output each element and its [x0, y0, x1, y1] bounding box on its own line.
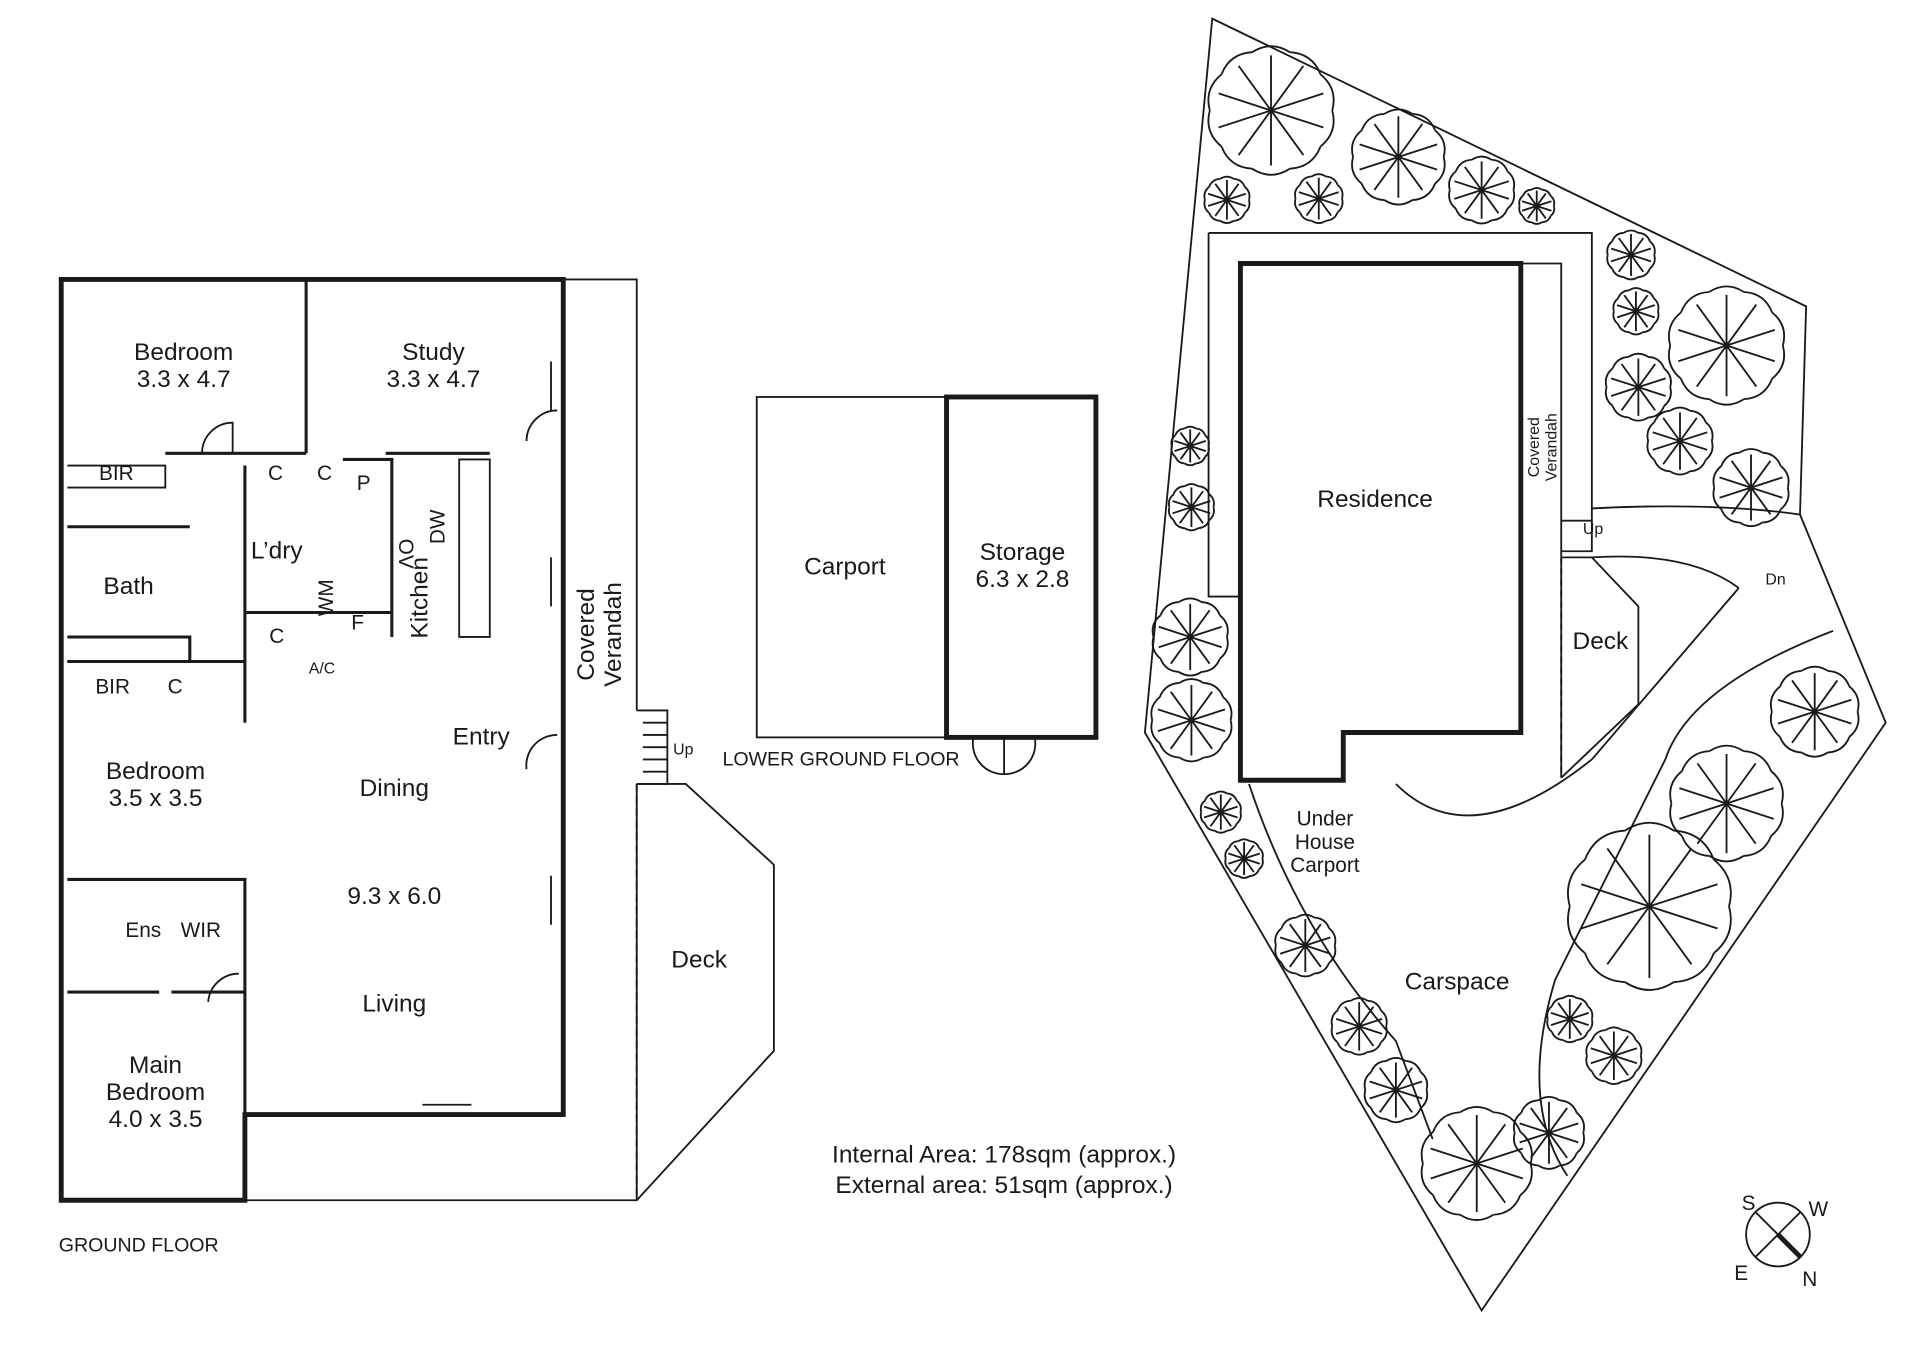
label-dw: DW [426, 509, 449, 544]
tree-icon [1224, 838, 1264, 879]
residence-outline [1237, 261, 1524, 783]
room-size-study: 3.3 x 4.7 [387, 366, 481, 393]
label-cupboard: C [317, 462, 332, 485]
label-covered-verandah: Verandah [600, 582, 627, 687]
tree-icon [1150, 678, 1233, 763]
room-name-bath: Bath [103, 573, 153, 600]
tree-icon [1294, 173, 1344, 224]
compass-e: E [1734, 1262, 1748, 1285]
ground-floor-title: GROUND FLOOR [59, 1235, 219, 1257]
label-wm: WM [315, 579, 338, 616]
label-under-house-carport: Carport [1290, 854, 1360, 877]
ground-floor-plan: Bedroom 3.3 x 4.7 Study 3.3 x 4.7 BIR C … [59, 276, 775, 1257]
label-cupboard: C [268, 462, 283, 485]
compass-icon: S W E N [1734, 1192, 1828, 1291]
tree-icon [1585, 1026, 1643, 1085]
label-carspace: Carspace [1405, 969, 1510, 996]
lower-ground-floor-plan: Carport Storage 6.3 x 2.8 LOWER GROUND F… [722, 394, 1099, 776]
tree-icon [1669, 744, 1784, 863]
room-name-wir: WIR [181, 919, 221, 942]
internal-area: Internal Area: 178sqm (approx.) [832, 1141, 1176, 1168]
label-covered-verandah: Covered [573, 588, 600, 681]
label-site-verandah: Covered [1526, 417, 1543, 477]
label-oven: OV [394, 539, 417, 569]
external-area: External area: 51sqm (approx.) [835, 1172, 1172, 1199]
tree-icon [1604, 352, 1672, 422]
label-under-house-carport: Under [1297, 808, 1354, 831]
label-residence: Residence [1317, 486, 1433, 513]
tree-icon [1667, 285, 1786, 406]
lower-ground-floor-title: LOWER GROUND FLOOR [722, 749, 959, 771]
label-bir: BIR [95, 675, 130, 698]
tree-icon [1330, 997, 1388, 1056]
site-plan: Residence Covered Verandah Up Dn Deck Un… [1143, 17, 1887, 1313]
label-site-up: Up [1583, 521, 1603, 538]
label-site-down: Dn [1765, 571, 1785, 588]
tree-icon [1363, 1056, 1429, 1124]
room-name-entry: Entry [453, 724, 511, 751]
room-name-dining: Dining [360, 775, 429, 802]
tree-icon [1151, 597, 1229, 677]
compass-w: W [1809, 1198, 1829, 1221]
label-cupboard: C [168, 675, 183, 698]
tree-icon [1448, 155, 1516, 225]
label-site-deck: Deck [1573, 628, 1630, 655]
label-under-house-carport: House [1295, 831, 1355, 854]
room-name-main-bedroom: Bedroom [106, 1079, 205, 1106]
tree-icon [1612, 287, 1660, 336]
label-aircon: A/C [309, 661, 336, 678]
room-name-carport: Carport [804, 554, 886, 581]
tree-icon [1567, 821, 1732, 991]
site-deck-outline [1560, 556, 1640, 779]
room-size-storage: 6.3 x 2.8 [976, 566, 1070, 593]
label-fridge: F [351, 612, 364, 635]
room-name-laundry: L’dry [251, 538, 303, 565]
site-boundary [1143, 17, 1887, 1313]
tree-icon [1546, 994, 1594, 1044]
room-name-deck: Deck [671, 947, 728, 974]
label-cupboard: C [269, 625, 284, 648]
label-pantry: P [357, 472, 371, 495]
room-size-bedroom: 3.3 x 4.7 [137, 366, 231, 393]
room-name-kitchen: Kitchen [406, 557, 433, 639]
room-size-main-bedroom: 4.0 x 3.5 [109, 1106, 203, 1133]
room-name-study: Study [402, 339, 465, 366]
deck-outline [636, 783, 775, 1201]
room-name-living: Living [362, 991, 426, 1018]
tree-icon [1351, 108, 1446, 206]
room-name-ensuite: Ens [125, 919, 161, 942]
label-site-verandah: Verandah [1543, 413, 1560, 481]
tree-icon [1207, 45, 1335, 176]
room-size-bedroom: 3.5 x 3.5 [109, 785, 203, 812]
tree-icon [1646, 406, 1714, 476]
compass-n: N [1802, 1268, 1817, 1291]
tree-icon [1274, 913, 1337, 978]
tree-icon [1606, 229, 1656, 281]
tree-icon [1712, 448, 1790, 528]
tree-icon [1512, 1095, 1585, 1170]
tree-icon [1769, 665, 1860, 758]
label-stairs-up: Up [673, 742, 693, 759]
compass-s: S [1742, 1192, 1756, 1215]
room-size-living: 9.3 x 6.0 [347, 883, 441, 910]
room-name-bedroom: Bedroom [134, 339, 233, 366]
room-name-storage: Storage [980, 539, 1066, 566]
tree-icon [1203, 175, 1251, 224]
tree-icon [1199, 790, 1242, 834]
room-name-main-bedroom: Main [129, 1052, 182, 1079]
tree-icon [1170, 425, 1210, 467]
room-name-bedroom: Bedroom [106, 758, 205, 785]
tree-icon [1167, 483, 1215, 532]
tree-icon [1420, 1105, 1533, 1222]
tree-icon [1518, 187, 1556, 225]
trees [1150, 45, 1860, 1222]
label-bir: BIR [99, 462, 134, 485]
